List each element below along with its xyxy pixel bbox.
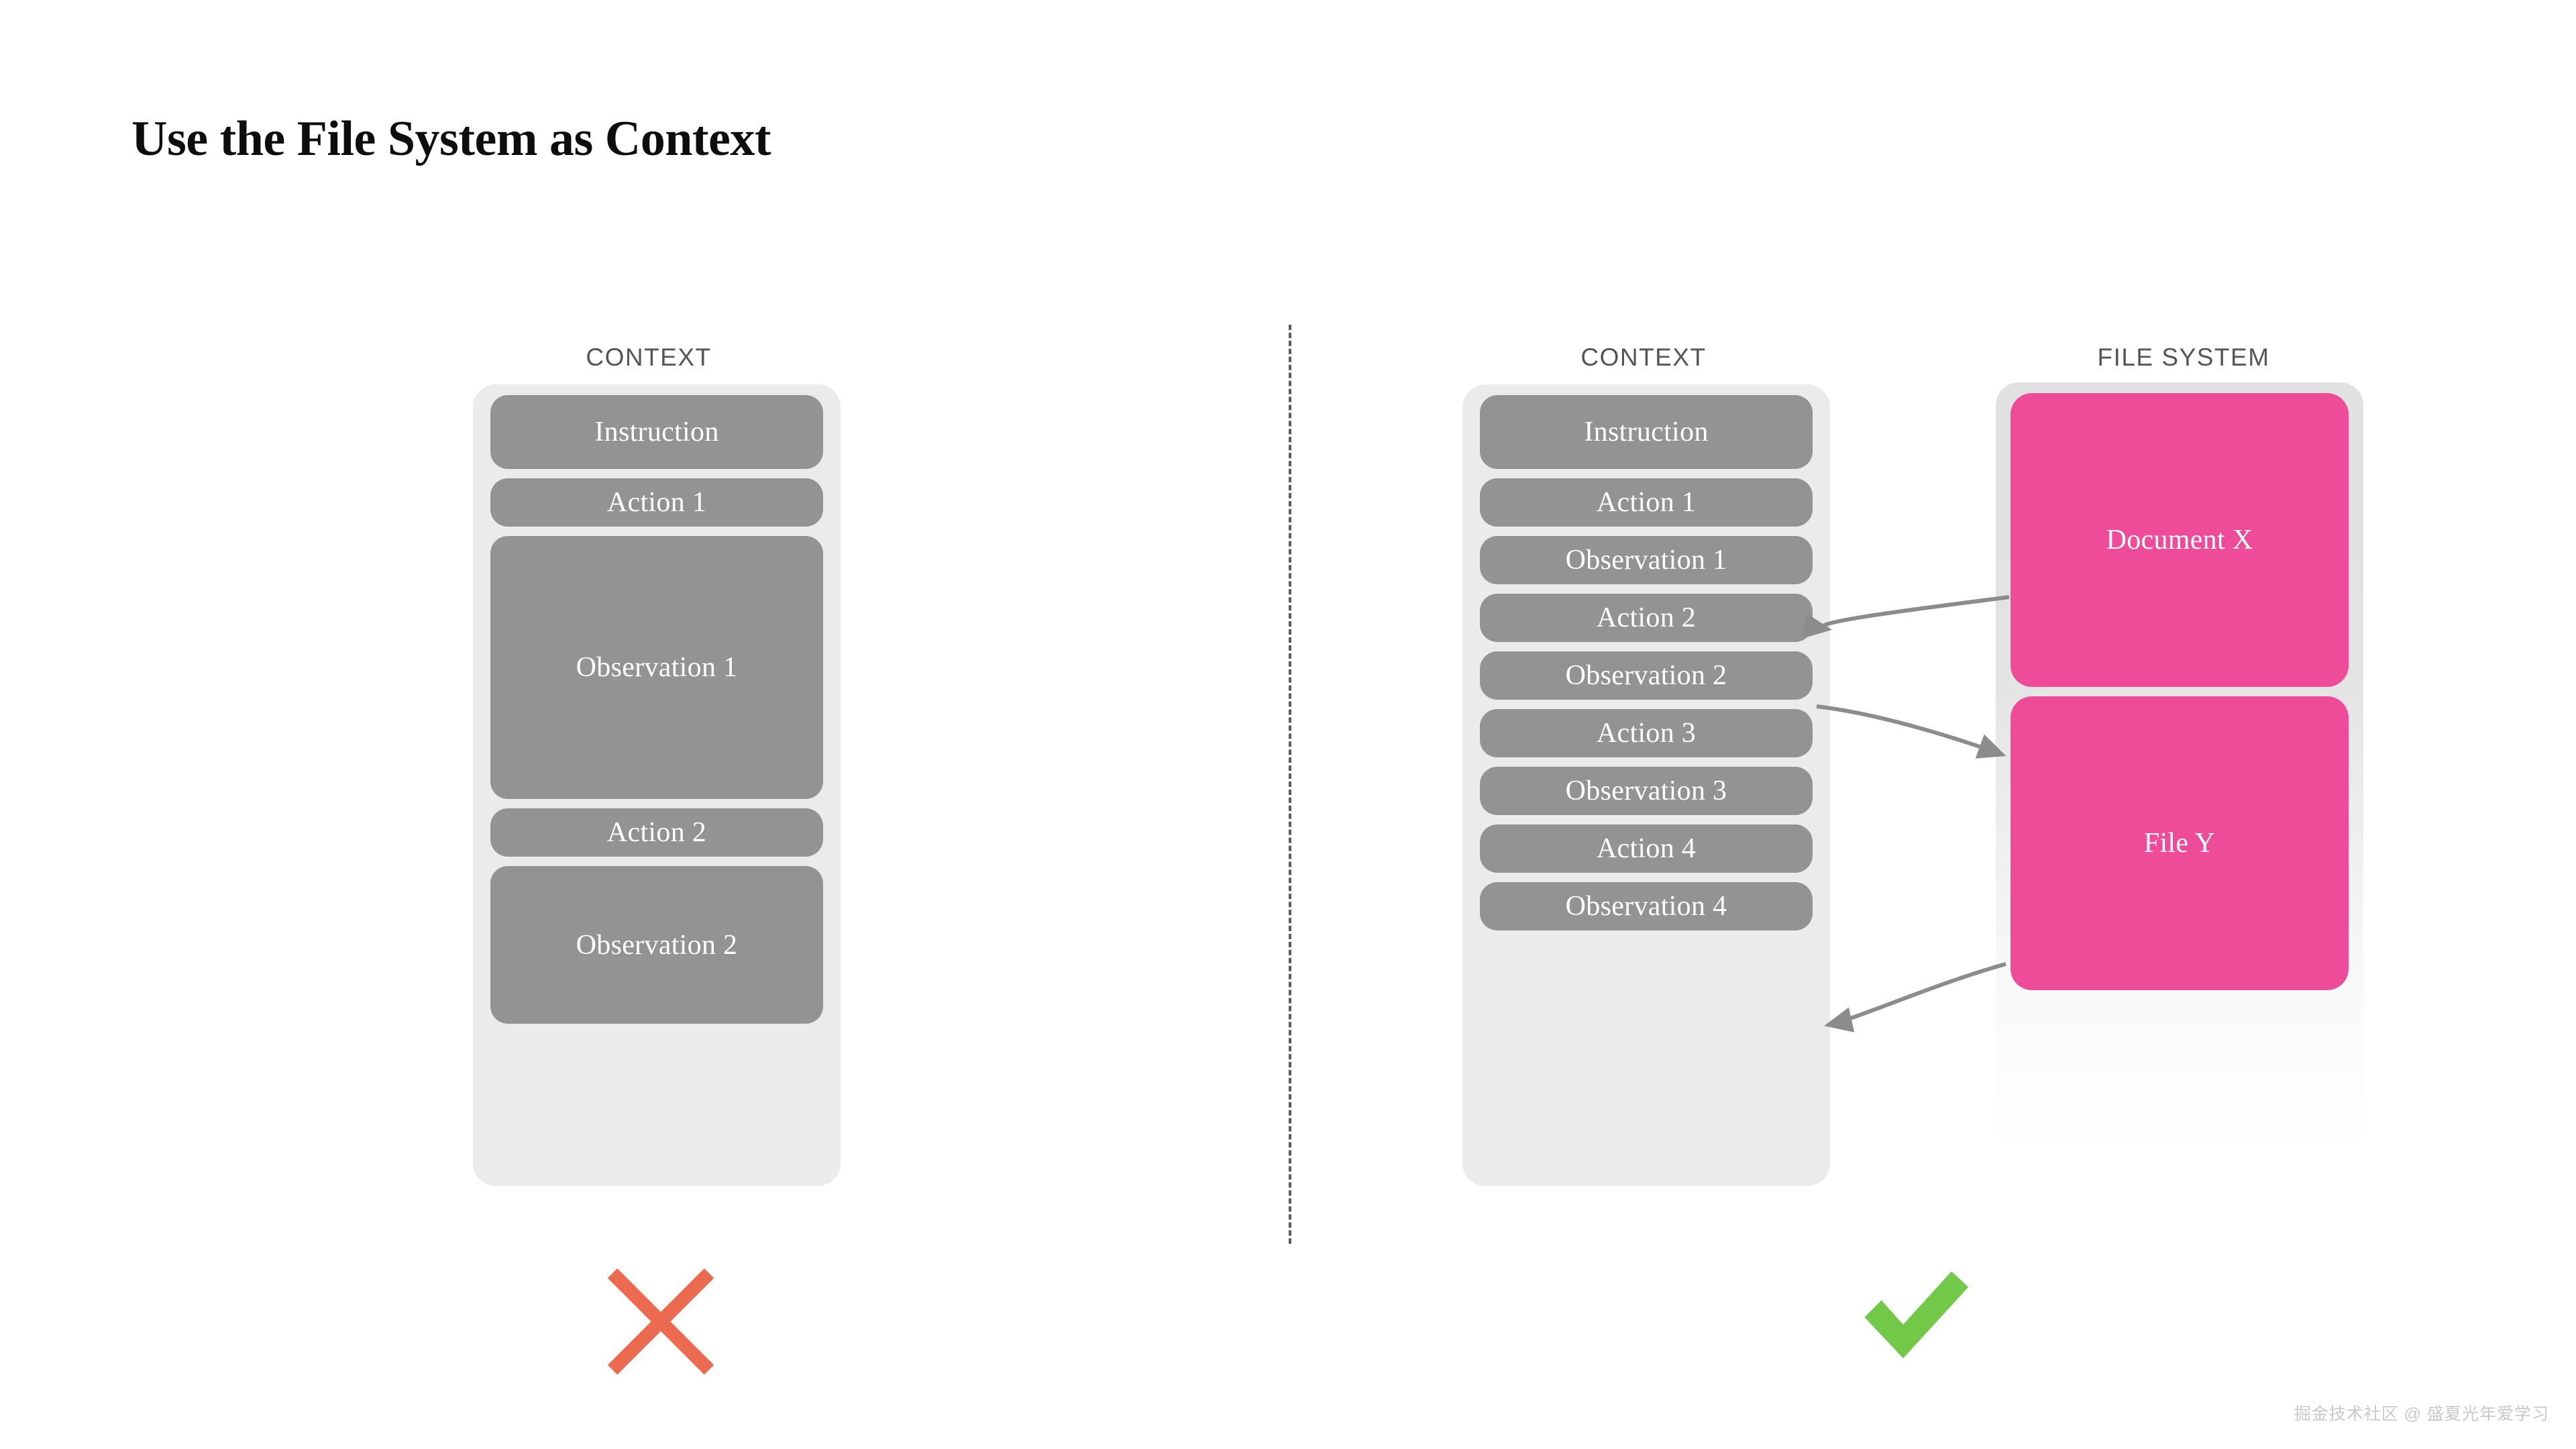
right-context-block-label: Action 4 [1596, 833, 1697, 864]
right-context-block: Action 1 [1480, 478, 1813, 527]
cross-icon [607, 1268, 714, 1375]
file-system-label: FILE SYSTEM [2097, 343, 2270, 371]
left-context-block: Action 1 [490, 478, 823, 527]
right-context-block: Instruction [1480, 395, 1813, 469]
left-context-block: Instruction [490, 395, 823, 469]
right-context-block-label: Action 1 [1596, 487, 1697, 518]
right-context-block-label: Action 2 [1596, 602, 1697, 633]
check-icon [1864, 1271, 1969, 1358]
left-context-label: CONTEXT [586, 343, 712, 371]
right-context-block: Action 2 [1480, 594, 1813, 642]
right-context-block-label: Instruction [1584, 417, 1709, 447]
left-context-block: Action 2 [490, 808, 823, 857]
right-context-block-label: Action 3 [1596, 718, 1697, 749]
right-context-block-label: Observation 1 [1565, 545, 1727, 576]
arrow-document-x-to-observation-1 [1802, 595, 2010, 639]
right-context-block-label: Observation 4 [1565, 891, 1727, 922]
left-context-block-label: Observation 1 [576, 652, 738, 683]
left-context-block-label: Action 2 [606, 817, 707, 848]
file-system-block: File Y [2010, 696, 2349, 990]
left-context-block: Observation 1 [490, 536, 823, 799]
file-system-container: Document X File Y [1996, 382, 2363, 1184]
right-context-label: CONTEXT [1580, 343, 1707, 371]
left-context-block-label: Action 1 [606, 487, 707, 518]
file-system-block-label: Document X [2106, 525, 2253, 555]
left-context-block-label: Instruction [594, 417, 719, 447]
center-divider [1289, 325, 1291, 1244]
right-context-block: Observation 2 [1480, 651, 1813, 700]
right-context-block: Observation 4 [1480, 882, 1813, 930]
page-title: Use the File System as Context [131, 111, 771, 166]
left-context-block-label: Observation 2 [576, 929, 738, 961]
file-system-block: Document X [2010, 393, 2349, 687]
right-context-block: Observation 3 [1480, 767, 1813, 815]
right-context-block: Observation 1 [1480, 536, 1813, 584]
file-system-block-label: File Y [2143, 828, 2216, 859]
right-context-block: Action 3 [1480, 709, 1813, 757]
right-context-block: Action 4 [1480, 824, 1813, 873]
arrow-action-2-to-file-y [1816, 704, 2006, 759]
left-context-block: Observation 2 [490, 866, 823, 1024]
arrow-file-y-to-action-4 [1824, 962, 2006, 1032]
watermark: 掘金技术社区 @ 盛夏光年爱学习 [2294, 1405, 2549, 1424]
right-context-block-label: Observation 3 [1565, 775, 1727, 806]
right-context-block-label: Observation 2 [1565, 660, 1727, 691]
